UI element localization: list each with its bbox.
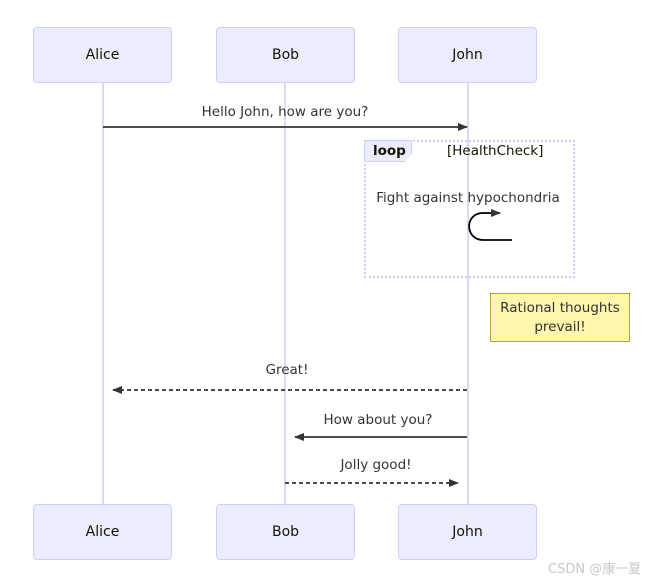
actor-label-top-john: John: [452, 47, 483, 63]
actor-label-top-alice: Alice: [85, 47, 120, 63]
actor-box-bottom-john[interactable]: John: [398, 504, 537, 560]
message-label-great: Great!: [265, 362, 309, 378]
actor-label-bottom-john: John: [452, 524, 483, 540]
note-rational-thoughts: Rational thoughts prevail!: [490, 293, 630, 342]
watermark: CSDN @康一夏: [548, 562, 642, 577]
loop-fragment: [364, 140, 575, 278]
lifeline-john: [467, 83, 469, 504]
actor-box-bottom-alice[interactable]: Alice: [33, 504, 172, 560]
loop-inner-message-label: Fight against hypochondria: [376, 190, 560, 206]
actor-label-bottom-alice: Alice: [85, 524, 120, 540]
loop-tag: loop: [364, 140, 412, 162]
actor-box-top-john[interactable]: John: [398, 27, 537, 83]
note-text-line-1: Rational thoughts: [500, 300, 620, 317]
note-text-line-2: prevail!: [534, 318, 586, 335]
actor-box-top-alice[interactable]: Alice: [33, 27, 172, 83]
lifeline-bob: [284, 83, 286, 504]
lifeline-alice: [102, 83, 104, 504]
actor-box-top-bob[interactable]: Bob: [216, 27, 355, 83]
actor-label-top-bob: Bob: [271, 47, 300, 63]
message-label-hello-john: Hello John, how are you?: [201, 104, 369, 120]
note-text: Rational thoughts prevail!: [500, 299, 620, 335]
loop-condition-label: [HealthCheck]: [447, 143, 544, 159]
actor-box-bottom-bob[interactable]: Bob: [216, 504, 355, 560]
message-label-how-about-you: How about you?: [323, 412, 433, 428]
actor-label-bottom-bob: Bob: [271, 524, 300, 540]
message-label-jolly-good: Jolly good!: [340, 457, 412, 473]
